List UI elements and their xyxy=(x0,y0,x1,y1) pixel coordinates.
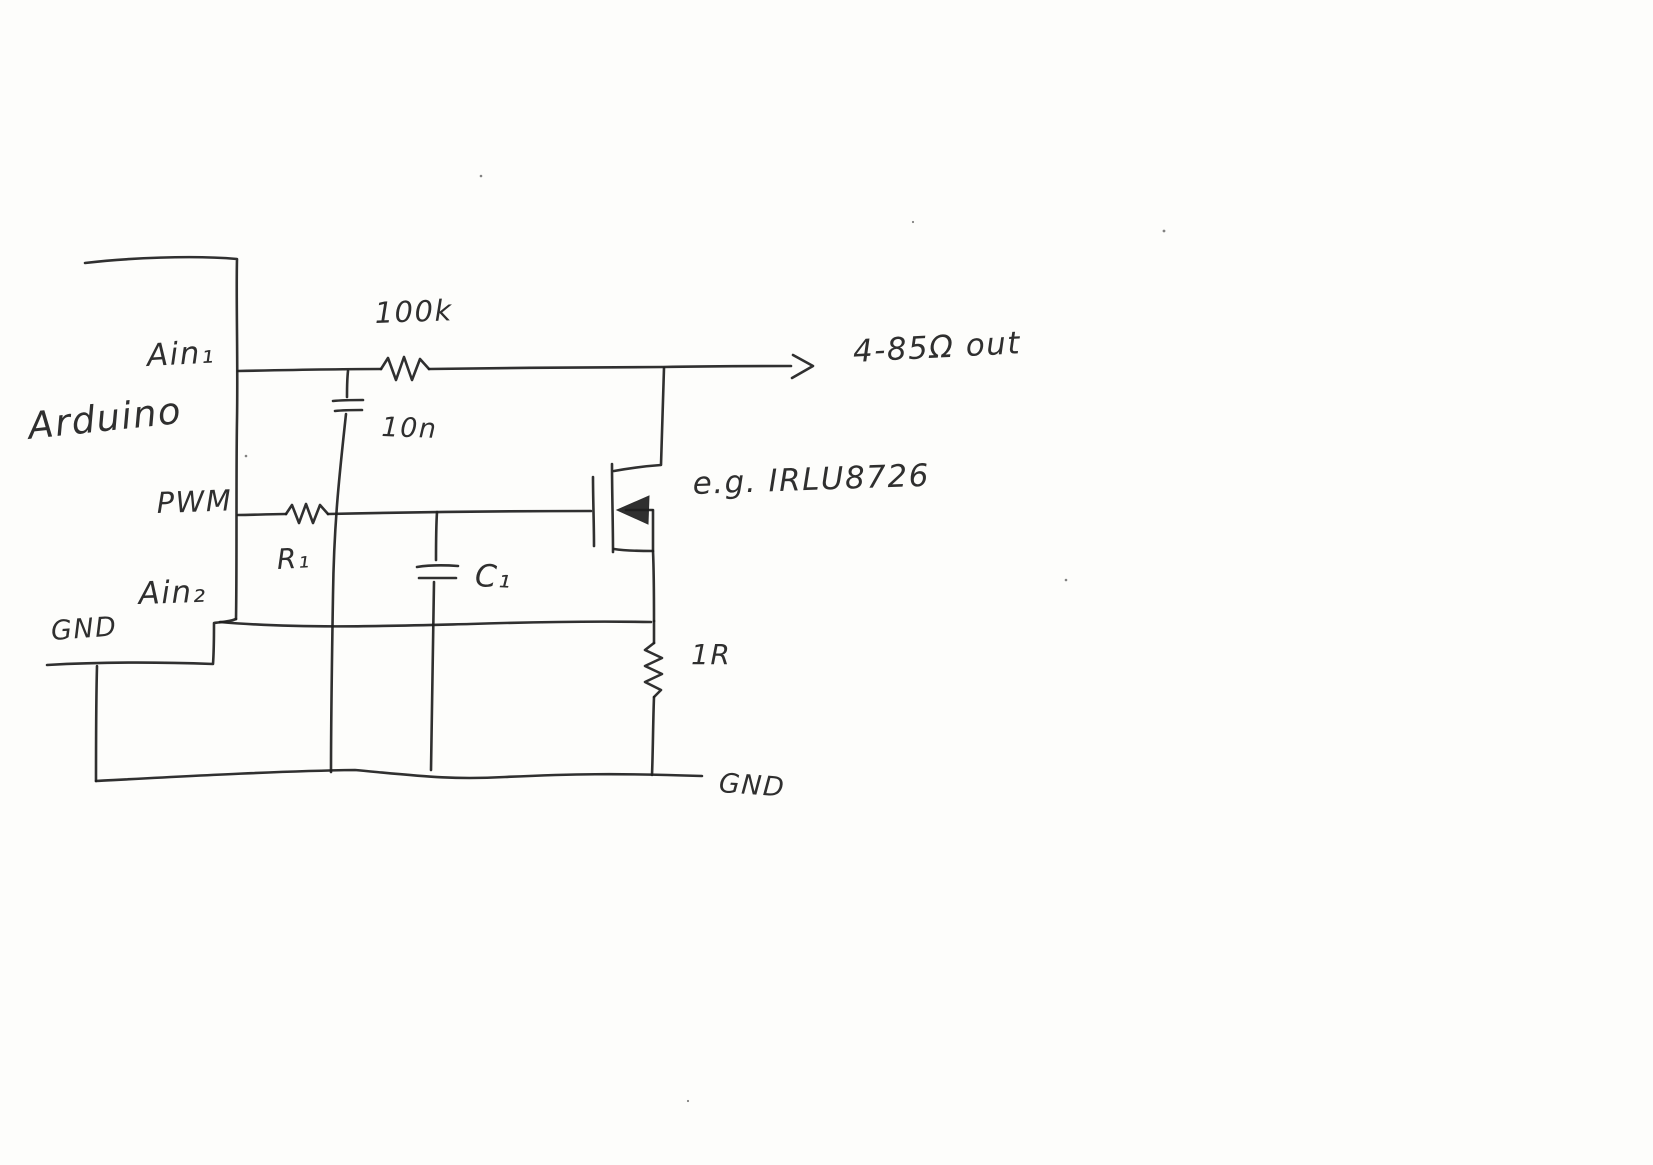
mosfet-channel-bar xyxy=(610,462,615,554)
mosfet-source-lead xyxy=(612,547,656,623)
mcu-gnd-wire xyxy=(94,664,99,783)
resistor-1r-label: 1R xyxy=(691,638,732,671)
cap-c1-top-lead xyxy=(434,510,439,562)
paper-speck xyxy=(1162,229,1166,233)
pin-label-pwm: PWM xyxy=(156,483,233,520)
pin-label-ain2: Ain₂ xyxy=(138,573,208,612)
ain2-wire xyxy=(218,620,653,628)
paper-speck xyxy=(244,454,248,458)
pin-label-ain1: Ain₁ xyxy=(146,334,216,374)
bottom-ground-rail xyxy=(94,768,704,783)
mosfet-arrow-head xyxy=(615,495,650,525)
ground-label: GND xyxy=(717,768,787,804)
pwm-wire xyxy=(236,509,593,517)
cap-10n-label: 10n xyxy=(380,412,438,445)
cap-c1-bottom-lead xyxy=(429,580,436,772)
mosfet-drain-lead xyxy=(612,366,666,473)
paper-speck xyxy=(479,174,483,178)
cap-c1-plates xyxy=(415,564,460,580)
paper-speck xyxy=(686,1099,690,1103)
resistor-100k-symbol xyxy=(379,355,431,382)
mosfet-gate-bar xyxy=(591,475,596,548)
resistor-100k-label: 100k xyxy=(374,293,454,330)
paper-speck xyxy=(1064,578,1068,582)
sense-to-ground-lead xyxy=(650,695,656,777)
paper-speck xyxy=(911,220,915,224)
cap-10n-bottom-lead xyxy=(329,412,348,774)
ain1-wire xyxy=(236,364,793,373)
resistor-1r-symbol xyxy=(643,641,664,699)
cap-10n-top-lead xyxy=(345,369,350,399)
cap-10n-plates xyxy=(331,398,365,413)
output-arrow-icon xyxy=(790,353,815,380)
cap-c1-label: C₁ xyxy=(474,558,514,596)
arduino-box-outline xyxy=(83,255,239,621)
resistor-r1-symbol xyxy=(284,502,330,525)
pin-label-gnd: GND xyxy=(50,611,119,647)
resistor-r1-label: R₁ xyxy=(276,541,312,576)
